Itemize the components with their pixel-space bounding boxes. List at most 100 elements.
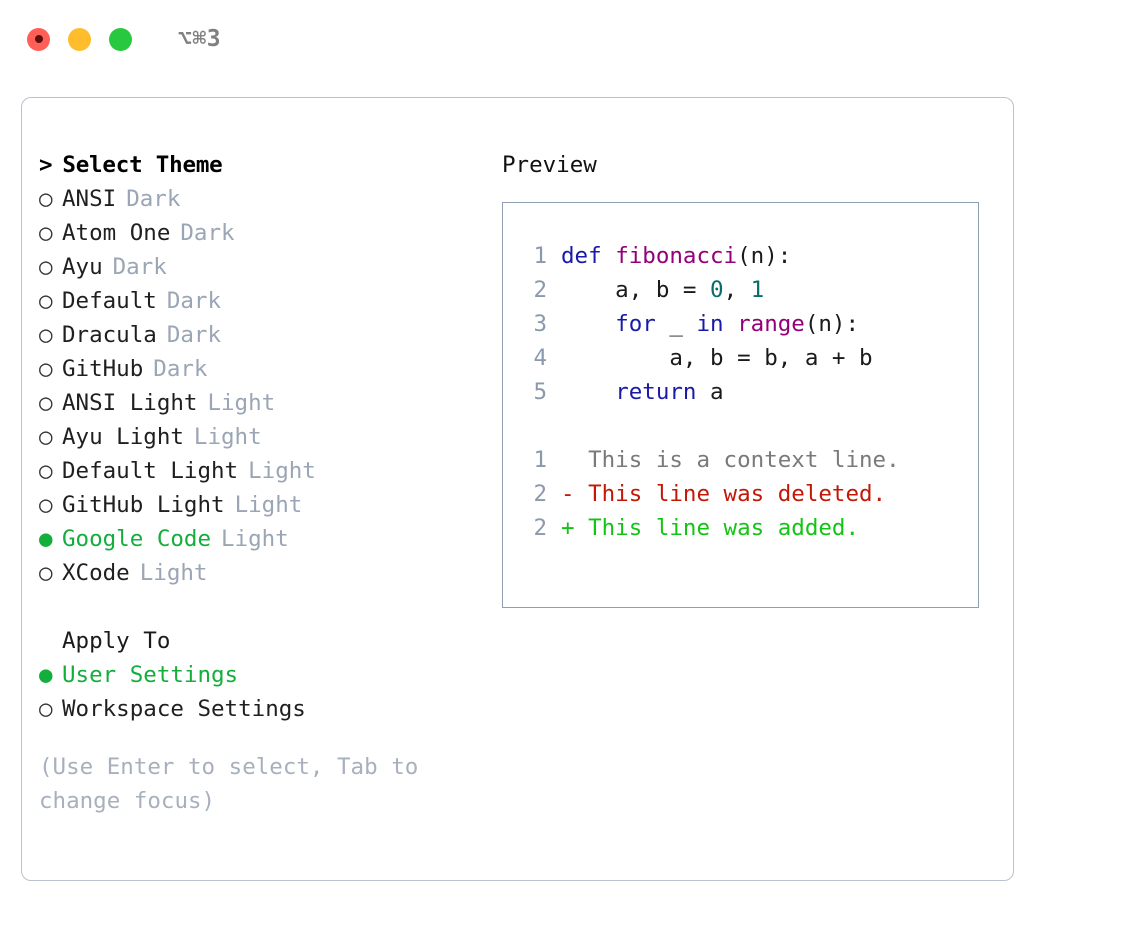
diff-line: 1 This is a context line. (503, 443, 978, 477)
diff-line-text: - This line was deleted. (561, 481, 887, 507)
radio-unselected-icon[interactable]: ○ (39, 288, 53, 314)
radio-unselected-icon[interactable]: ○ (39, 322, 53, 348)
radio-unselected-icon[interactable]: ○ (39, 220, 53, 246)
close-button[interactable] (27, 27, 50, 51)
apply-to-list: ● User Settings ○ Workspace Settings (39, 658, 489, 726)
line-number: 1 (533, 447, 547, 473)
select-theme-label: Select Theme (62, 152, 223, 178)
theme-name: Google Code (62, 526, 212, 552)
code-line-text: return a (561, 375, 724, 409)
code-line: 5 return a (503, 375, 978, 409)
code-token (724, 311, 738, 337)
code-line-text: a, b = b, a + b (561, 341, 872, 375)
theme-variant-tag: Dark (153, 356, 208, 382)
code-token: in (696, 311, 724, 337)
code-token (561, 311, 615, 337)
window-title: ⌥⌘3 (178, 25, 222, 52)
radio-unselected-icon[interactable]: ○ (39, 560, 53, 586)
code-line-text: def fibonacci(n): (561, 239, 791, 273)
caret-icon: > (39, 152, 53, 178)
theme-name: Atom One (62, 220, 171, 246)
code-token: return (615, 379, 697, 405)
theme-name: GitHub Light (62, 492, 225, 518)
apply-to-option[interactable]: ● User Settings (39, 658, 489, 692)
line-number: 5 (533, 379, 547, 405)
code-token (561, 379, 615, 405)
radio-unselected-icon[interactable]: ○ (39, 458, 53, 484)
line-number: 2 (533, 515, 547, 541)
code-token: 1 (750, 277, 765, 303)
apply-to-option-label: Workspace Settings (62, 696, 306, 722)
theme-name: Default (62, 288, 157, 314)
radio-unselected-icon[interactable]: ○ (39, 356, 53, 382)
theme-variant-tag: Light (234, 492, 303, 518)
theme-variant-tag: Dark (166, 322, 222, 348)
theme-list-item[interactable]: ○ Ayu Dark (39, 250, 489, 284)
select-theme-header: > Select Theme (39, 148, 489, 182)
theme-list-item[interactable]: ○ GitHub Light Light (39, 488, 489, 522)
code-line: 1 def fibonacci(n): (503, 239, 978, 273)
theme-list-item[interactable]: ○ Dracula Dark (39, 318, 489, 352)
diff-line: 2 + This line was added. (503, 511, 978, 545)
code-line-text: for _ in range(n): (561, 307, 859, 341)
theme-list-item[interactable]: ○ Default Light Light (39, 454, 489, 488)
theme-variant-tag: Light (221, 526, 289, 552)
radio-selected-icon[interactable]: ● (39, 526, 53, 552)
apply-to-option[interactable]: ○ Workspace Settings (39, 692, 489, 726)
theme-list-item[interactable]: ○ Atom One Dark (39, 216, 489, 250)
radio-unselected-icon[interactable]: ○ (39, 492, 53, 518)
theme-name: XCode (62, 560, 130, 586)
diff-line-text: This is a context line. (561, 447, 900, 473)
theme-name: ANSI (62, 186, 117, 212)
maximize-button[interactable] (109, 27, 132, 51)
code-token: fibonacci (615, 243, 738, 269)
theme-name: Default Light (62, 458, 239, 484)
apply-to-option-label: User Settings (62, 662, 239, 688)
theme-variant-tag: Dark (180, 220, 235, 246)
code-line: 2 a, b = 0, 1 (503, 273, 978, 307)
code-token: 0 (710, 277, 724, 303)
minimize-button[interactable] (68, 27, 91, 51)
code-token: , (723, 277, 751, 303)
diff-line-text: + This line was added. (561, 515, 860, 541)
theme-name: Dracula (62, 322, 157, 348)
theme-list-item[interactable]: ○ XCode Light (39, 556, 489, 590)
theme-variant-tag: Light (248, 458, 316, 484)
theme-list-item[interactable]: ● Google Code Light (39, 522, 489, 556)
code-token: a (696, 379, 724, 405)
code-token: _ (655, 311, 697, 337)
radio-unselected-icon[interactable]: ○ (39, 696, 53, 722)
theme-name: Ayu (62, 254, 103, 280)
preview-gap (503, 409, 978, 443)
radio-unselected-icon[interactable]: ○ (39, 254, 53, 280)
code-token: def (561, 243, 616, 269)
theme-variant-tag: Light (139, 560, 208, 586)
line-number: 3 (533, 311, 547, 337)
line-number: 1 (533, 243, 547, 269)
radio-unselected-icon[interactable]: ○ (39, 424, 53, 450)
traffic-light-group (27, 27, 132, 51)
code-token: (n): (737, 243, 792, 269)
diff-line: 2- This line was deleted. (503, 477, 978, 511)
theme-variant-tag: Light (193, 424, 262, 450)
diff-sample: 1 This is a context line.2- This line wa… (503, 443, 978, 545)
theme-variant-tag: Dark (112, 254, 167, 280)
theme-list-item[interactable]: ○ Default Dark (39, 284, 489, 318)
apply-to-label: Apply To (62, 628, 171, 654)
radio-unselected-icon[interactable]: ○ (39, 390, 53, 416)
line-number: 2 (533, 277, 547, 303)
theme-variant-tag: Dark (166, 288, 222, 314)
radio-selected-icon[interactable]: ● (39, 662, 53, 688)
radio-unselected-icon[interactable]: ○ (39, 186, 53, 212)
